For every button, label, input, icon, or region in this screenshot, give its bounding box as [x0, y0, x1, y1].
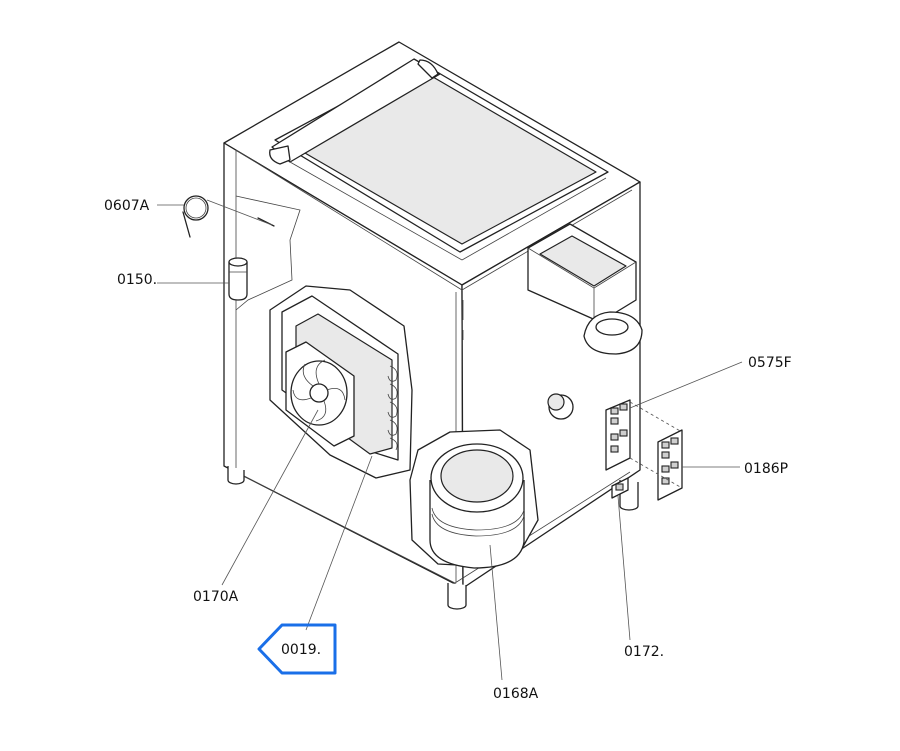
callout-label: 0172. — [624, 644, 664, 660]
callout-label: 0170A — [193, 589, 239, 605]
lid — [269, 58, 609, 261]
callout-label: 0150. — [117, 272, 157, 288]
cylinder-part-0150 — [228, 257, 248, 301]
panel-0186P — [657, 429, 683, 501]
condenser-coils — [387, 365, 398, 451]
condenser-fan-assembly — [269, 285, 413, 479]
callout-0575F[interactable]: 0575F — [748, 355, 792, 371]
callout-0607A[interactable]: 0607A — [104, 198, 150, 214]
callout-0172[interactable]: 0172. — [624, 644, 664, 660]
fan-icon — [292, 359, 346, 422]
callout-label: 0186P — [744, 461, 788, 477]
callout-0186P[interactable]: 0186P — [744, 461, 788, 477]
compressor — [409, 429, 539, 569]
gear-motor — [527, 223, 643, 355]
callout-highlight-frame — [257, 623, 337, 675]
callout-0019[interactable]: 0019. — [281, 642, 321, 658]
control-knob — [547, 393, 574, 420]
switch-0172 — [611, 477, 629, 499]
callout-label: 0168A — [493, 686, 539, 702]
callout-label: 0607A — [104, 198, 150, 214]
callout-0168A[interactable]: 0168A — [493, 686, 539, 702]
machine-feet — [227, 466, 639, 610]
callout-0170A[interactable]: 0170A — [193, 589, 239, 605]
callout-0150[interactable]: 0150. — [117, 272, 157, 288]
callout-label: 0019. — [281, 642, 321, 658]
callout-label: 0575F — [748, 355, 792, 371]
panel-0575F — [605, 399, 631, 471]
leader-lines — [157, 199, 743, 681]
